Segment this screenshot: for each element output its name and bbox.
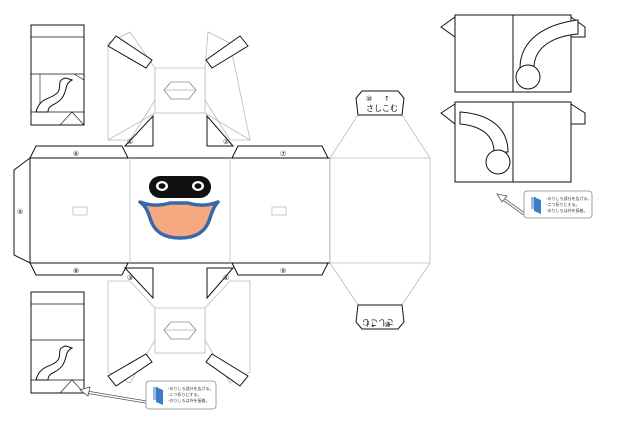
top-flap-arrow: ↑ — [384, 95, 390, 103]
arm-piece-lower — [440, 101, 586, 183]
glue-tab-6: ⑥ — [29, 145, 129, 159]
arm-piece-upper — [440, 14, 586, 93]
bottom-flap-number: ⑩ — [384, 321, 390, 329]
glue-tab-7-label: ⑦ — [280, 150, 286, 158]
glue-tab-9: ⑨ — [231, 262, 329, 276]
glue-tab-7: ⑦ — [231, 145, 329, 159]
glue-tab-4-label: ④ — [223, 274, 229, 282]
glue-tab-5-label: ⑤ — [17, 208, 23, 216]
note-2-line-1: -のりしろ部分を広げる。 — [168, 385, 213, 391]
slot-right — [271, 206, 287, 216]
glue-tab-2-label: ② — [223, 138, 229, 146]
top-angled-tabs — [107, 35, 249, 69]
glue-tab-6-label: ⑥ — [73, 150, 79, 158]
bottom-insert-flap: さしこむ ↓ ⑩ — [355, 304, 405, 330]
glue-tab-8-label: ⑧ — [73, 267, 79, 275]
bottom-flap-arrow: ↓ — [370, 321, 376, 329]
glue-tab-5: ⑤ — [13, 157, 31, 264]
instruction-note-1: -のりしろ部分を広げる。 -二つ折りにする。 -のりしろは外を接着。 — [496, 190, 593, 219]
book-icon — [153, 387, 163, 405]
note-2-line-3: -のりしろは外を接着。 — [168, 397, 209, 403]
glue-tab-8: ⑧ — [29, 262, 129, 276]
glue-tab-3: ③ — [123, 267, 154, 300]
glue-tab-1-label: ① — [127, 138, 133, 146]
bottom-angled-tabs — [107, 353, 249, 387]
lower-left-side-piece — [30, 291, 85, 394]
instruction-note-2: -のりしろ部分を広げる。 -二つ折りにする。 -のりしろは外を接着。 — [79, 380, 217, 410]
upper-left-side-piece — [30, 24, 85, 126]
glue-tab-2: ② — [206, 114, 235, 147]
bottom-flap-text: さしこむ — [362, 318, 394, 327]
top-insert-flap: ⑩ ↑ さしこむ — [355, 90, 405, 116]
glue-tab-9-label: ⑨ — [280, 267, 286, 275]
face-illustration — [138, 176, 220, 240]
note-1-line-3: -のりしろは外を接着。 — [546, 207, 587, 213]
glue-tab-3-label: ③ — [127, 274, 133, 282]
top-flap-text: さしこむ — [366, 104, 398, 113]
book-icon — [531, 197, 541, 214]
glue-tab-4: ④ — [206, 267, 235, 300]
note-1-line-2: -二つ折りにする。 — [546, 201, 579, 207]
glue-tab-1: ① — [123, 114, 154, 147]
side-panel-right — [329, 114, 431, 306]
note-1-line-1: -のりしろ部分を広げる。 — [546, 195, 591, 201]
note-2-line-2: -二つ折りにする。 — [168, 391, 201, 397]
slot-left — [72, 206, 88, 216]
top-flap-number: ⑩ — [366, 95, 372, 103]
mouth — [138, 200, 220, 240]
